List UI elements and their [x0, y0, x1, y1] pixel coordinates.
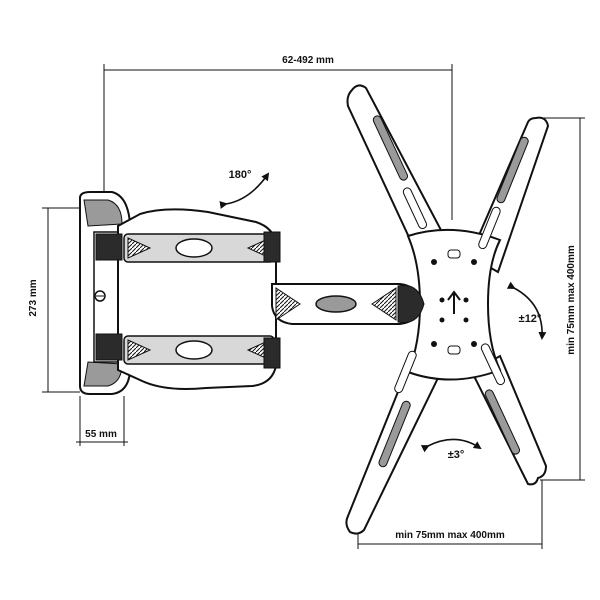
upper-arm-slot — [175, 238, 213, 258]
vesa-bracket — [345, 84, 550, 535]
tilt-arrow-icon — [506, 281, 547, 340]
vesa-vertical-label: min 75mm max 400mm — [566, 245, 577, 355]
wall-plate-height-label: 273 mm — [28, 279, 39, 316]
secondary-arm — [271, 283, 422, 325]
wall-plate-depth-dimension: 55 mm — [76, 396, 128, 446]
bracket-slot-ur — [496, 136, 529, 204]
bracket-joint — [397, 284, 425, 324]
bracket-slot-ul — [372, 115, 409, 181]
lower-arm-slot — [175, 340, 213, 360]
primary-arm — [95, 208, 281, 390]
swivel-rotation-indicator: 180° — [219, 169, 270, 209]
extension-dimension: 62-492 mm — [103, 55, 453, 220]
wall-plate-depth-label: 55 mm — [85, 429, 117, 440]
wall-plate-height-dimension: 273 mm — [28, 207, 80, 393]
tilt-angle-label: ±12° — [519, 313, 542, 325]
secondary-arm-slot — [315, 295, 357, 313]
swivel-angle-label: 180° — [229, 169, 252, 181]
swivel-arrow-icon — [219, 172, 270, 209]
bracket-slot-ul-2 — [402, 187, 428, 230]
vesa-vertical-dimension: min 75mm max 400mm — [540, 117, 585, 481]
vesa-horizontal-dimension: min 75mm max 400mm — [357, 480, 543, 549]
vesa-horizontal-label: min 75mm max 400mm — [395, 530, 505, 541]
up-arrow-icon — [447, 290, 461, 314]
bracket-slot-lr — [484, 389, 521, 455]
bracket-slot-lr-2 — [480, 343, 506, 386]
extension-range-label: 62-492 mm — [282, 55, 334, 66]
level-arrow-icon — [420, 438, 482, 453]
bracket-slot-ll-2 — [394, 350, 417, 394]
bracket-slot-ll — [378, 400, 411, 468]
level-angle-label: ±3° — [448, 449, 465, 461]
bracket-slot-ur-2 — [478, 206, 501, 250]
tilt-rotation-indicator: ±12° — [506, 281, 547, 340]
level-rotation-indicator: ±3° — [420, 438, 482, 461]
